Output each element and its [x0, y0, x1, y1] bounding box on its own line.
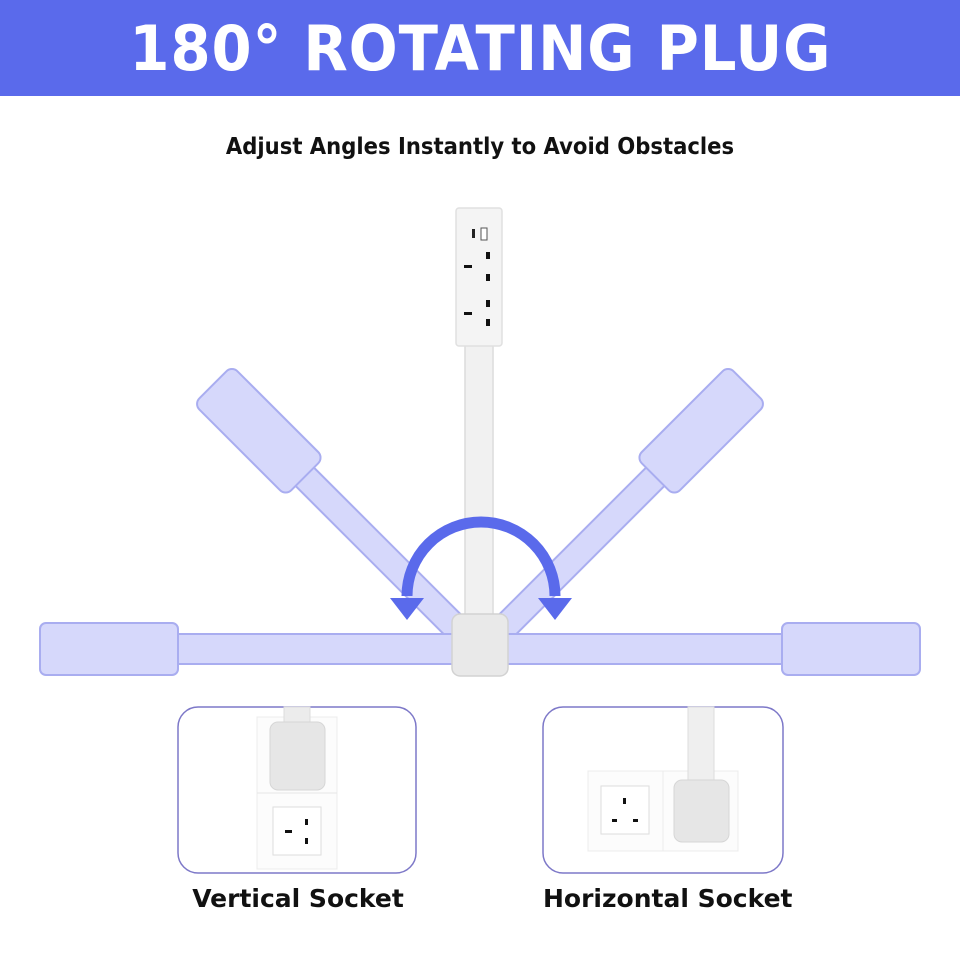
outlet-pin-icon: [486, 252, 490, 259]
usb-c-port-icon: [472, 229, 475, 238]
banner-title: 180° ROTATING PLUG: [129, 11, 831, 85]
wall-socket-icon: [272, 806, 322, 856]
arm-horizontal-right: [489, 622, 921, 676]
arm-diagonal-left: [196, 368, 489, 661]
plug-head: [451, 613, 509, 677]
title-banner: 180° ROTATING PLUG: [0, 0, 960, 96]
wall-socket-icon: [600, 785, 650, 835]
rotation-arrow-icon: [390, 516, 572, 620]
caption-vertical-socket: Vertical Socket: [192, 884, 404, 913]
panel-horizontal-socket: [542, 706, 784, 874]
arm-horizontal-left: [39, 622, 471, 676]
usb-a-port-icon: [480, 227, 488, 241]
power-strip-vertical: [455, 207, 503, 631]
panel-vertical-socket: [177, 706, 417, 874]
subtitle: Adjust Angles Instantly to Avoid Obstacl…: [225, 134, 735, 160]
caption-horizontal-socket: Horizontal Socket: [543, 884, 793, 913]
